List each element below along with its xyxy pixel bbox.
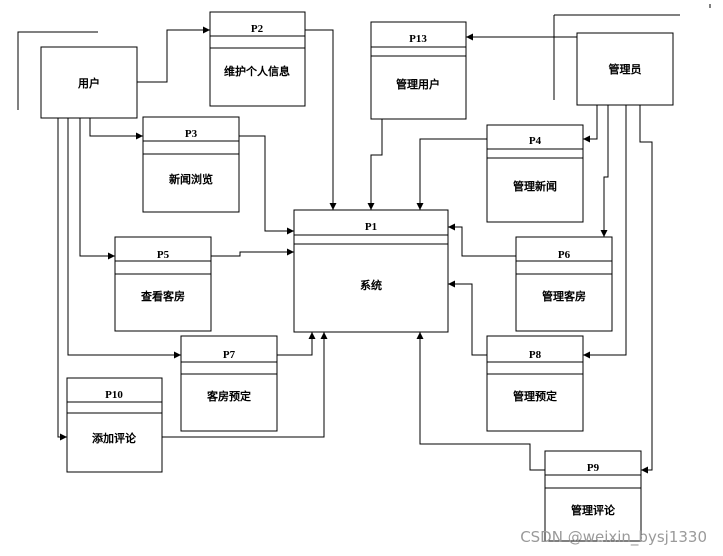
process-p5: P5 查看客房: [114, 236, 212, 332]
process-p5-label: 查看客房: [141, 289, 185, 303]
process-p13: P13 管理用户: [370, 21, 467, 120]
watermark: CSDN @weixin_bysj1330: [520, 528, 707, 546]
process-p3-id: P3: [185, 128, 198, 140]
process-p8-id: P8: [529, 349, 542, 361]
process-p6: P6 管理客房: [515, 236, 613, 332]
process-p8: P8 管理预定: [486, 335, 584, 432]
process-p5-id: P5: [157, 249, 170, 261]
process-p3: P3 新闻浏览: [142, 116, 240, 213]
process-p10: P10 添加评论: [66, 377, 163, 473]
process-p13-label: 管理用户: [396, 77, 440, 91]
process-p1-label: 系统: [360, 278, 382, 292]
process-p9-id: P9: [587, 462, 600, 474]
process-p7-label: 客房预定: [206, 389, 251, 403]
process-p7: P7 客房预定: [180, 335, 278, 432]
process-p6-label: 管理客房: [542, 289, 586, 303]
process-p1: P1 系统: [293, 209, 449, 333]
process-p7-id: P7: [223, 349, 236, 361]
process-p2: P2 维护个人信息: [209, 11, 306, 107]
process-p4: P4 管理新闻: [486, 124, 584, 223]
page-corner-marks: [17, 4, 711, 110]
process-p9: P9 管理评论: [544, 450, 642, 542]
entity-admin-label: 管理员: [609, 62, 642, 76]
entity-user: 用户: [40, 46, 138, 119]
entity-admin: 管理员: [576, 32, 674, 106]
process-p1-id: P1: [365, 221, 377, 233]
process-p8-label: 管理预定: [513, 389, 557, 403]
process-p3-label: 新闻浏览: [169, 172, 213, 186]
process-p10-label: 添加评论: [92, 431, 137, 445]
entity-user-label: 用户: [78, 76, 100, 90]
process-p10-id: P10: [105, 389, 123, 401]
process-p9-label: 管理评论: [571, 503, 616, 517]
data-flows: [57, 26, 653, 474]
process-p13-id: P13: [409, 33, 427, 45]
process-p4-label: 管理新闻: [513, 179, 557, 193]
process-p2-id: P2: [251, 23, 264, 35]
process-p6-id: P6: [558, 249, 571, 261]
process-p4-id: P4: [529, 135, 542, 147]
process-p2-label: 维护个人信息: [224, 64, 290, 78]
